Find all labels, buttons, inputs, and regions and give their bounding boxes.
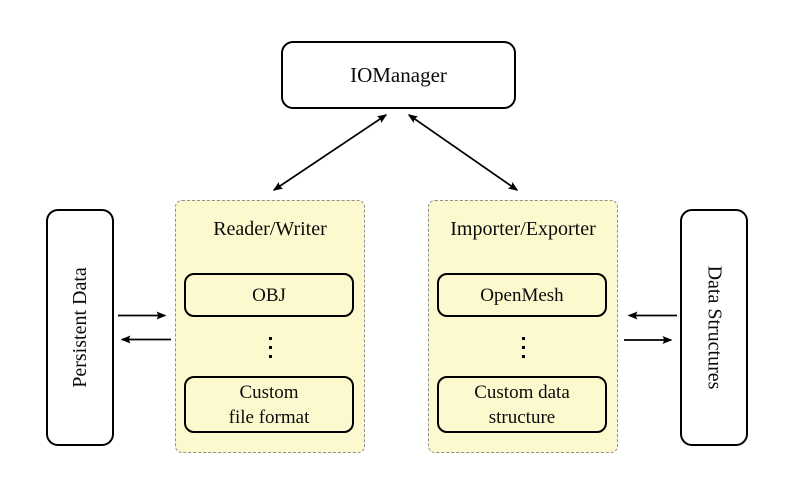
group-reader-writer-title: Reader/Writer xyxy=(213,218,327,240)
node-custom-file-format-line2: file format xyxy=(228,406,310,428)
node-persistent-data-label: Persistent Data xyxy=(68,267,91,388)
group-reader-writer: Reader/Writer OBJ Custom file format xyxy=(175,200,365,453)
node-custom-file-format: Custom file format xyxy=(184,376,354,433)
node-iomanager-label: IOManager xyxy=(350,62,447,87)
node-custom-data-structure-line1: Custom data xyxy=(474,381,570,403)
node-custom-data-structure: Custom data structure xyxy=(437,376,607,433)
node-data-structures-label: Data Structures xyxy=(703,265,726,390)
node-persistent-data: Persistent Data xyxy=(46,209,114,446)
node-openmesh: OpenMesh xyxy=(437,273,607,317)
arrow-iomanager-reader-writer xyxy=(272,114,388,191)
vertical-dots-icon xyxy=(429,337,617,358)
node-custom-data-structure-line2: structure xyxy=(488,406,556,428)
node-custom-file-format-line1: Custom xyxy=(239,381,299,403)
node-data-structures: Data Structures xyxy=(680,209,748,446)
node-openmesh-label: OpenMesh xyxy=(480,284,564,306)
arrow-iomanager-importer-exporter xyxy=(407,114,519,191)
vertical-dots-icon xyxy=(176,337,364,358)
group-importer-exporter: Importer/Exporter OpenMesh Custom data s… xyxy=(428,200,618,453)
node-obj-label: OBJ xyxy=(252,284,286,306)
node-iomanager: IOManager xyxy=(281,41,516,109)
node-obj: OBJ xyxy=(184,273,354,317)
group-importer-exporter-title: Importer/Exporter xyxy=(450,218,596,240)
